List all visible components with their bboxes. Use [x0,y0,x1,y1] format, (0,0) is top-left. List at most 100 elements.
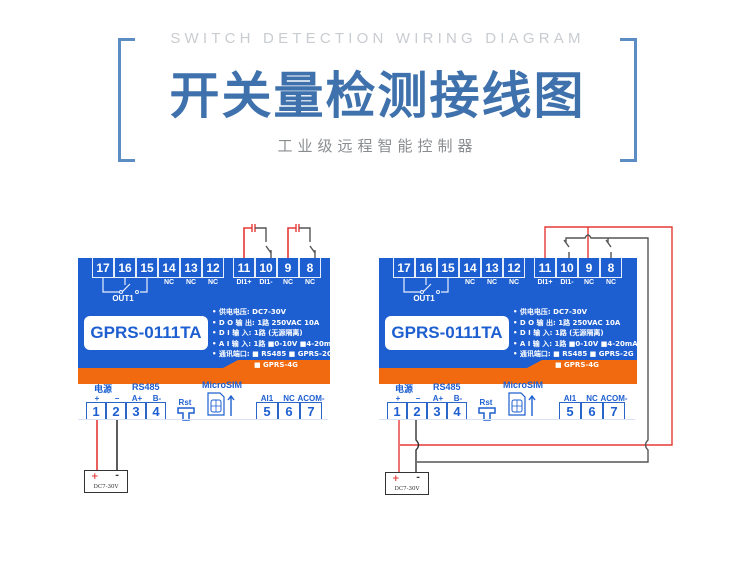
terminal-label-11: DI1+ [236,279,252,286]
terminal-5[interactable]: 5 [256,402,278,420]
terminal-label-9: NC [583,279,595,286]
terminal-label-4: B- [152,394,162,403]
terminal-9[interactable]: 9 [578,258,600,278]
spec-do: • D O 输 出: 1路 250VAC 10A [212,318,320,327]
sim-card-icon [508,392,536,416]
subtitle-chinese: 工业级远程智能控制器 [277,137,478,155]
microsim-label: MicroSIM [503,380,544,390]
terminal-17[interactable]: 17 [393,258,415,278]
device-panel: 17 16 15 14 13 12 11 10 9 8 NC NC NC DI1… [379,258,637,384]
spec-di: • D I 输 入: 1路 (无源隔离) [212,329,303,337]
terminal-12[interactable]: 12 [503,258,525,278]
device-left: 17 16 15 14 13 12 11 10 9 8 NC NC NC DI1… [78,258,330,428]
spec-comm: • 通讯端口: ■ RS485 ■ GPRS-2G [212,350,330,358]
terminal-3[interactable]: 3 [427,402,447,420]
page-title: 开关量检测接线图 [169,67,586,125]
psu-label: DC7-30V [93,484,119,490]
terminal-14[interactable]: 14 [459,258,481,278]
psu-minus: - [416,473,420,483]
rs485-group-label: RS485 [433,382,461,392]
terminal-label-14: NC [163,279,175,286]
terminal-label-10: DI1- [560,279,574,286]
bracket-left [118,38,135,162]
spec-comm: • 通讯端口: ■ RS485 ■ GPRS-2G [513,350,634,358]
relay-label: OUT1 [413,294,435,303]
device-panel: 17 16 15 14 13 12 11 10 9 8 NC NC NC DI1… [78,258,330,384]
power-group-label: 电源 [94,384,113,394]
terminal-10[interactable]: 10 [255,258,277,278]
terminal-16[interactable]: 16 [114,258,136,278]
model-badge: GPRS-0111TA [385,316,509,350]
terminal-9[interactable]: 9 [277,258,299,278]
subtitle-english: SWITCH DETECTION WIRING DIAGRAM [170,30,585,47]
spec-voltage: • 供电电压: DC7-30V [513,308,588,316]
terminal-label-13: NC [185,279,197,286]
terminal-1[interactable]: 1 [387,402,407,420]
terminal-3[interactable]: 3 [126,402,146,420]
terminal-13[interactable]: 13 [180,258,202,278]
terminal-4[interactable]: 4 [447,402,467,420]
relay-switch-icon [102,278,148,294]
terminal-label-8: NC [605,279,617,286]
terminal-15[interactable]: 15 [437,258,459,278]
psu-plus: + [91,472,99,482]
relay-label: OUT1 [112,294,134,303]
terminal-label-2: − [114,394,120,403]
terminal-7[interactable]: 7 [300,402,322,420]
terminal-10[interactable]: 10 [556,258,578,278]
spec-voltage: • 供电电压: DC7-30V [212,308,287,316]
orange-stripe [78,360,330,384]
terminal-8[interactable]: 8 [600,258,622,278]
bracket-right [620,38,637,162]
terminal-6[interactable]: 6 [278,402,300,420]
device-right: 17 16 15 14 13 12 11 10 9 8 NC NC NC DI1… [379,258,639,428]
rs485-group-label: RS485 [132,382,160,392]
psu-label: DC7-30V [394,486,420,492]
psu-plus: + [392,474,400,484]
terminal-13[interactable]: 13 [481,258,503,278]
terminal-14[interactable]: 14 [158,258,180,278]
psu-minus: - [115,471,119,481]
terminal-label-11: DI1+ [537,279,553,286]
terminal-17[interactable]: 17 [92,258,114,278]
terminal-11[interactable]: 11 [534,258,556,278]
model-badge: GPRS-0111TA [84,316,208,350]
rst-label: Rst [178,398,192,407]
terminal-2[interactable]: 2 [106,402,126,420]
microsim-label: MicroSIM [202,380,243,390]
terminal-label-1: + [94,394,100,403]
terminal-12[interactable]: 12 [202,258,224,278]
terminal-label-3: A+ [131,394,143,403]
terminal-15[interactable]: 15 [136,258,158,278]
terminal-label-7: ACOM- [297,394,325,403]
spec-do: • D O 输 出: 1路 250VAC 10A [513,318,621,327]
power-supply-right: + - DC7-30V [385,472,429,495]
terminal-5[interactable]: 5 [559,402,581,420]
spec-ai: • A I 输 入: 1路 ■0-10V ■4-20mA [212,339,330,348]
spec-comm-4g: ■ GPRS-4G [254,360,298,369]
base-line [78,419,328,420]
terminal-label-12: NC [508,279,520,286]
terminal-7[interactable]: 7 [603,402,625,420]
spec-di: • D I 输 入: 1路 (无源隔离) [513,329,604,337]
spec-ai: • A I 输 入: 1路 ■0-10V ■4-20mA [513,339,637,348]
terminal-label-5: AI1 [260,394,274,403]
terminal-label-10: DI1- [259,279,273,286]
spec-comm-4g: ■ GPRS-4G [555,360,599,369]
terminal-label-13: NC [486,279,498,286]
terminal-label-6: NC [283,394,295,403]
terminal-11[interactable]: 11 [233,258,255,278]
terminal-16[interactable]: 16 [415,258,437,278]
terminal-label-12: NC [207,279,219,286]
terminal-6[interactable]: 6 [581,402,603,420]
terminal-4[interactable]: 4 [146,402,166,420]
base-line [379,419,635,420]
terminal-8[interactable]: 8 [299,258,321,278]
terminal-2[interactable]: 2 [407,402,427,420]
terminal-label-8: NC [304,279,316,286]
reset-button-icon[interactable] [176,406,196,422]
terminal-1[interactable]: 1 [86,402,106,420]
sim-card-icon [207,392,235,416]
terminal-label-9: NC [282,279,294,286]
power-supply-left: + - DC7-30V [84,470,128,493]
